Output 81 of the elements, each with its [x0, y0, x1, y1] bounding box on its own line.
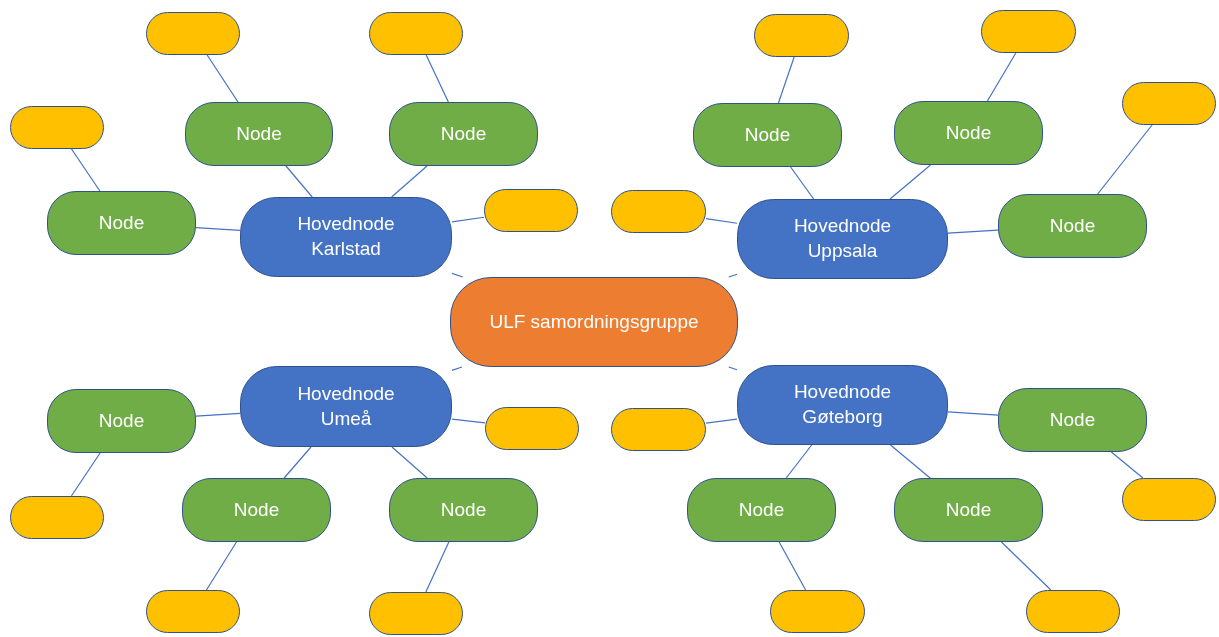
node-pill [182, 478, 331, 542]
node-label: Node [440, 121, 487, 146]
box-shape [754, 14, 849, 57]
connector-line [778, 541, 807, 591]
node-label: Node [945, 497, 992, 522]
box-shape [146, 12, 240, 55]
connector-line [283, 446, 312, 479]
connector-line [285, 165, 313, 198]
node-label: Hovednode Gøteborg [792, 380, 893, 429]
connector-line [451, 418, 486, 424]
box-shape [484, 189, 578, 232]
node-pill [47, 389, 196, 453]
box-shape [369, 12, 463, 55]
box-shape [611, 408, 706, 451]
connector-line [425, 54, 449, 103]
connector-line [705, 218, 738, 224]
node-label: Hovednode Karlstad [296, 212, 396, 261]
connector-line [986, 52, 1017, 102]
box-shape [770, 590, 865, 633]
box-shape [485, 407, 579, 450]
connector-line [728, 273, 738, 278]
box-shape [611, 190, 706, 233]
connector-line [889, 444, 931, 479]
box-shape [1122, 478, 1216, 521]
connector-line [206, 54, 239, 103]
connector-line [205, 541, 238, 591]
node-label: Node [738, 497, 785, 522]
connector-line [790, 166, 815, 200]
node-pill [185, 102, 333, 166]
connector-line [889, 164, 932, 200]
connector-line [70, 452, 101, 497]
connector-line [947, 229, 999, 234]
node-pill [894, 478, 1043, 542]
node-label: Node [1049, 213, 1096, 238]
connector-line [1097, 124, 1153, 195]
connector-line [425, 541, 450, 593]
connector-line [391, 165, 428, 198]
node-pill [894, 101, 1043, 165]
node-label: Hovednode Uppsala [792, 214, 893, 263]
node-pill [998, 194, 1147, 258]
node-label: Node [440, 497, 487, 522]
connector-line [777, 56, 795, 104]
connector-line [451, 272, 464, 278]
box-shape [10, 496, 104, 539]
hub-node [240, 197, 452, 277]
connector-line [1000, 541, 1052, 591]
connector-line [705, 418, 738, 424]
connector-line [728, 366, 738, 371]
connector-line [1110, 451, 1144, 479]
node-pill [389, 478, 538, 542]
box-shape [10, 106, 104, 149]
node-pill [687, 478, 836, 542]
connector-line [451, 366, 463, 371]
connector-line [195, 412, 241, 417]
box-shape [146, 590, 240, 633]
box-shape [1122, 82, 1216, 125]
node-label: Node [98, 210, 145, 235]
box-shape [1026, 590, 1120, 633]
node-label: Node [236, 121, 282, 146]
node-label: Node [98, 408, 145, 433]
connector-line [451, 216, 485, 223]
node-label: Hovednode Umeå [296, 381, 396, 431]
node-pill [693, 103, 842, 167]
node-pill [998, 388, 1147, 452]
connector-line [947, 411, 999, 416]
node-label: ULF samordningsgruppe [489, 309, 699, 334]
node-pill [389, 102, 538, 166]
node-pill [47, 191, 196, 255]
connector-line [785, 444, 813, 479]
node-label: Node [744, 122, 791, 147]
connector-line [391, 446, 428, 479]
box-shape [369, 592, 463, 635]
node-label: Node [945, 120, 992, 145]
connector-line [70, 148, 101, 192]
box-shape [981, 10, 1076, 53]
hub-node [240, 366, 452, 447]
hub-node [737, 365, 948, 445]
hub-node [737, 199, 948, 279]
connector-line [195, 227, 241, 231]
node-label: Node [233, 497, 280, 522]
node-label: Node [1049, 407, 1096, 432]
